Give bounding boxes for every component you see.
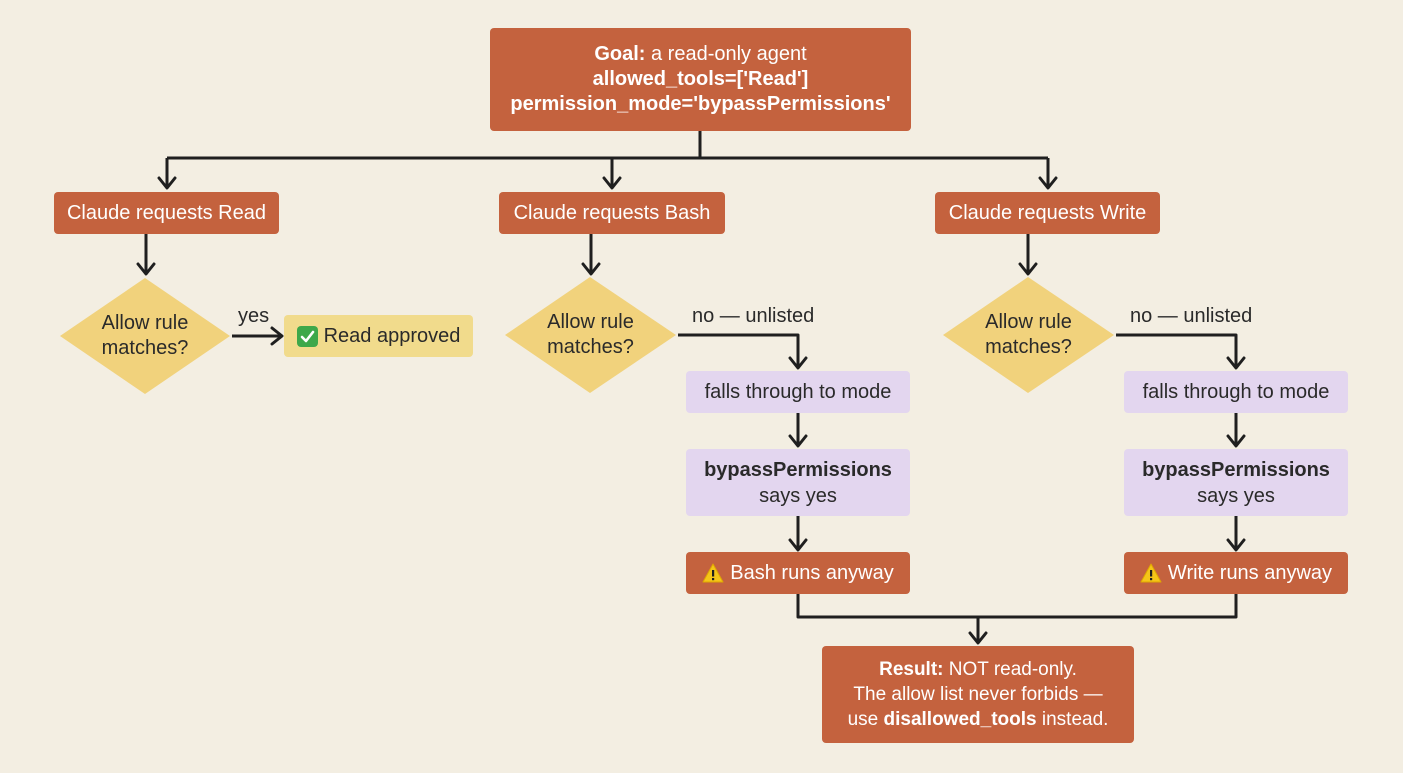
- write-fallthrough-label: falls through to mode: [1142, 381, 1330, 403]
- request-write-label: Claude requests Write: [948, 201, 1147, 224]
- write-decision-shape: [943, 277, 1114, 393]
- request-read-label: Claude requests Read: [66, 201, 266, 224]
- request-read-box: Claude requests Read: [54, 192, 279, 234]
- goal-line-2: allowed_tools=['Read']: [592, 68, 809, 90]
- bash-decision-diamond: Allow rule matches?: [503, 275, 678, 395]
- request-bash-box: Claude requests Bash: [499, 192, 725, 234]
- merge-to-result-arrowhead: [968, 631, 988, 645]
- read-decision-line-1: Allow rule: [101, 312, 189, 334]
- read-to-decision-arrowhead: [136, 262, 156, 276]
- read-decision-line-2: matches?: [101, 337, 189, 359]
- write-mode-to-run-arrowhead: [1226, 538, 1246, 552]
- bash-decision-line-1: Allow rule: [547, 311, 634, 333]
- write-runs-box: Write runs anyway: [1124, 552, 1348, 594]
- merge-line: [796, 594, 1238, 619]
- bash-decision-line-2: matches?: [547, 336, 634, 358]
- goal-to-read-arrowhead: [157, 176, 177, 190]
- bash-no-line: [678, 333, 800, 366]
- read-approved-label: Read approved: [323, 324, 461, 347]
- read-yes-arrowhead: [270, 326, 284, 346]
- result-line-1: Result: NOT read-only.: [879, 659, 1077, 680]
- goal-to-bash-arrowhead: [602, 176, 622, 190]
- bash-no-arrowhead: [788, 356, 808, 370]
- warning-icon: [1140, 563, 1162, 583]
- read-decision-diamond: Allow rule matches?: [58, 276, 232, 396]
- write-fallthrough-box: falls through to mode: [1124, 371, 1348, 413]
- request-bash-label: Claude requests Bash: [513, 201, 711, 224]
- bash-runs-box: Bash runs anyway: [686, 552, 910, 594]
- write-decision-diamond: Allow rule matches?: [941, 275, 1116, 395]
- read-approved-box: Read approved: [284, 315, 473, 357]
- goal-line-1: Goal: a read-only agent: [594, 43, 807, 65]
- result-line-3: use disallowed_tools instead.: [847, 709, 1109, 730]
- write-mode-name: bypassPermissions: [1142, 458, 1330, 481]
- bash-mode-name: bypassPermissions: [704, 458, 892, 481]
- bash-mode-to-run-arrowhead: [788, 538, 808, 552]
- bash-to-decision-arrowhead: [581, 262, 601, 276]
- write-mode-says: says yes: [1197, 484, 1275, 507]
- bash-decision-shape: [505, 277, 676, 393]
- write-to-decision-arrowhead: [1018, 262, 1038, 276]
- goal-box: Goal: a read-only agent allowed_tools=['…: [490, 28, 911, 131]
- bash-fall-to-mode-arrowhead: [788, 434, 808, 448]
- goal-line-3: permission_mode='bypassPermissions': [510, 93, 891, 115]
- bash-fallthrough-box: falls through to mode: [686, 371, 910, 413]
- bash-no-label: no — unlisted: [692, 305, 815, 327]
- result-line-2: The allow list never forbids —: [853, 684, 1103, 705]
- goal-to-write-arrowhead: [1038, 176, 1058, 190]
- warning-icon: [702, 563, 724, 583]
- write-no-arrowhead: [1226, 356, 1246, 370]
- bash-fallthrough-label: falls through to mode: [704, 381, 892, 403]
- write-no-label: no — unlisted: [1130, 305, 1253, 327]
- write-decision-line-2: matches?: [985, 336, 1072, 358]
- bash-mode-says: says yes: [759, 484, 837, 507]
- bash-runs-label: Bash runs anyway: [730, 561, 894, 584]
- write-decision-line-1: Allow rule: [985, 311, 1072, 333]
- write-mode-box: bypassPermissions says yes: [1124, 449, 1348, 516]
- check-mark-icon: [296, 325, 318, 347]
- write-fall-to-mode-arrowhead: [1226, 434, 1246, 448]
- read-yes-label: yes: [238, 305, 270, 327]
- result-box: Result: NOT read-only. The allow list ne…: [822, 646, 1134, 743]
- read-decision-shape: [60, 278, 230, 394]
- bash-mode-box: bypassPermissions says yes: [686, 449, 910, 516]
- request-write-box: Claude requests Write: [935, 192, 1160, 234]
- write-no-line: [1116, 333, 1238, 366]
- write-runs-label: Write runs anyway: [1167, 561, 1333, 584]
